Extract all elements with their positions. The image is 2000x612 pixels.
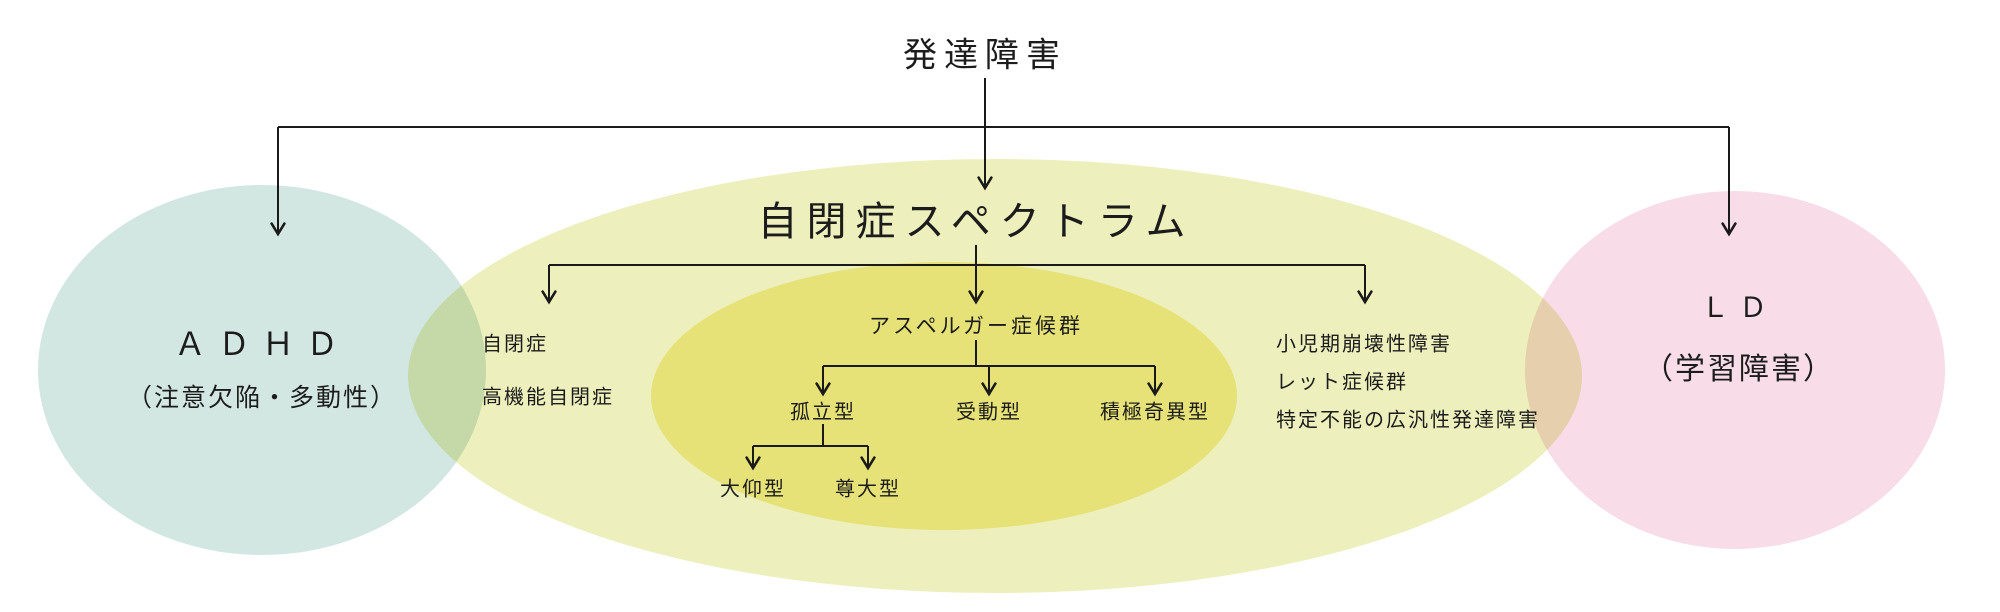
item-high-functioning-autism: 高機能自閉症 bbox=[482, 384, 614, 409]
root-title: 発達障害 bbox=[903, 35, 1067, 76]
subtype-grandiose: 大仰型 bbox=[720, 476, 786, 501]
item-rett-syndrome: レット症候群 bbox=[1276, 369, 1408, 394]
adhd-ellipse bbox=[38, 185, 486, 555]
ld-subtitle: （学習障害） bbox=[1643, 352, 1835, 387]
item-childhood-disintegrative-disorder: 小児期崩壊性障害 bbox=[1276, 331, 1452, 356]
item-autism: 自閉症 bbox=[482, 331, 548, 356]
ld-ellipse bbox=[1525, 191, 1945, 549]
type-passive: 受動型 bbox=[956, 399, 1022, 424]
adhd-subtitle: （注意欠陥・多動性） bbox=[126, 383, 398, 412]
autism-spectrum-title: 自閉症スペクトラム bbox=[757, 199, 1195, 245]
ld-title: ＬＤ bbox=[1700, 291, 1778, 324]
asperger-ellipse bbox=[651, 262, 1237, 530]
adhd-title: ＡＤＨＤ bbox=[173, 325, 351, 363]
type-active-odd: 積極奇異型 bbox=[1100, 399, 1210, 424]
subtype-arrogant: 尊大型 bbox=[835, 476, 901, 501]
type-isolated: 孤立型 bbox=[790, 399, 856, 424]
asperger-title: アスペルガー症候群 bbox=[869, 314, 1083, 338]
item-pdd-nos: 特定不能の広汎性発達障害 bbox=[1276, 407, 1540, 432]
